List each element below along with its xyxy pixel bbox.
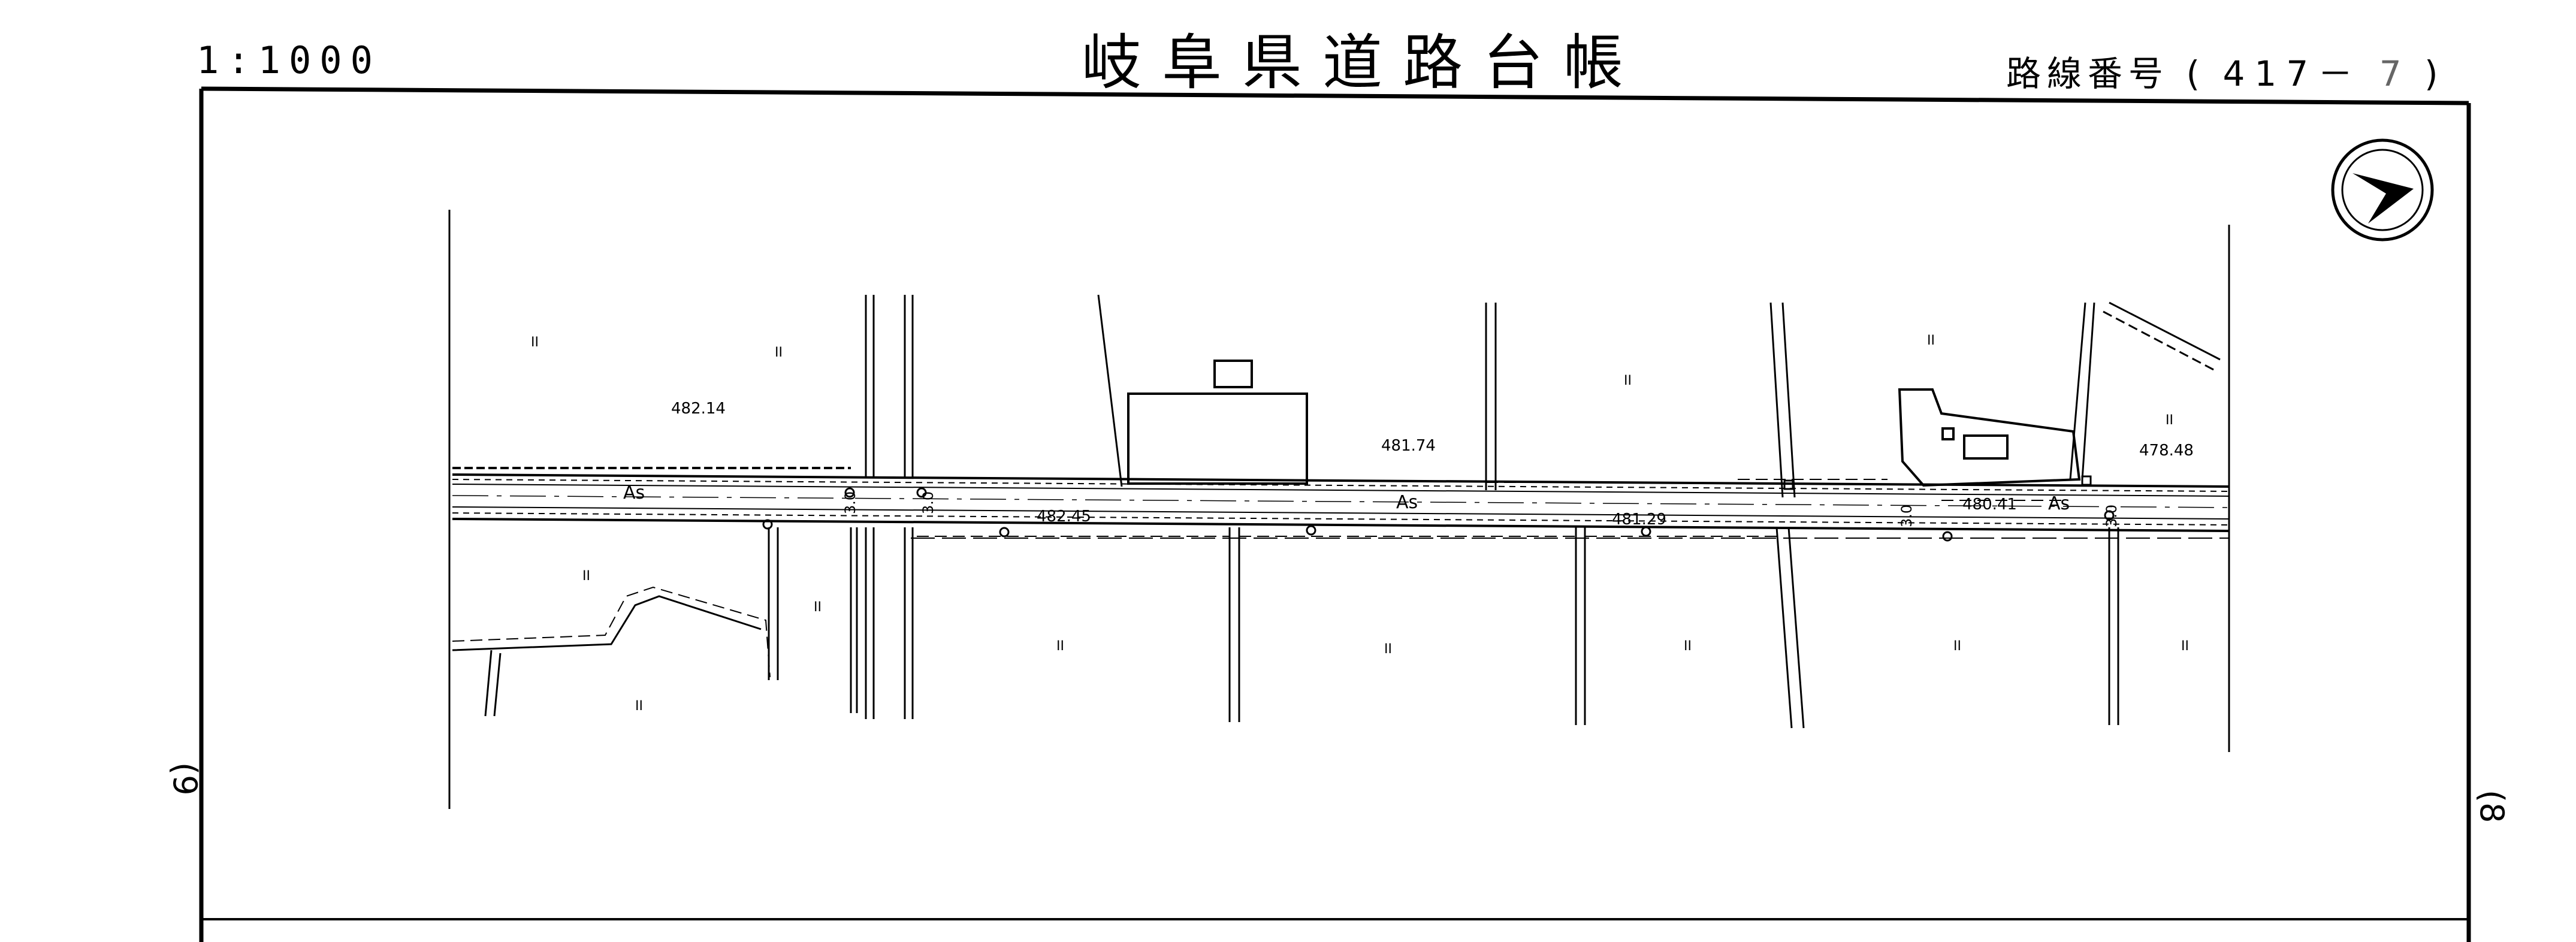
north-arrow-icon [2331,138,2434,241]
width-labels: 3.0 3.0 3.0 3.0 [842,491,2120,527]
building-annex [1963,434,2009,460]
elevation-label: 481.74 [1381,437,1436,455]
width-label: 3.0 [1898,505,1915,527]
land-mark: II [1684,639,1692,654]
land-mark: II [1056,639,1064,654]
land-use-marks: II II II II II II II II II II II II II [531,333,2189,714]
land-mark: II [2181,639,2189,654]
width-label: 3.0 [842,491,859,514]
building-small [1213,360,1253,388]
width-label: 3.0 [2103,505,2120,527]
elevation-label: 480.41 [1962,496,2017,514]
right-page-mark: (8 [2473,790,2511,823]
margin-page-marks: (9 (8 [166,762,2511,823]
width-label: 3.0 [920,491,937,514]
route-number-main: 417－ [2222,53,2363,94]
land-mark: II [1953,639,1961,654]
land-mark: II [1624,373,1632,388]
curb-lines [452,479,2061,678]
land-mark: II [775,345,783,360]
route-label: 路線番号 [2006,53,2170,94]
survey-markers [762,475,2115,542]
surface-code: As [2048,493,2070,514]
elevation-label: 478.48 [2139,442,2194,460]
elevation-label: 482.14 [671,400,726,418]
route-number: 路線番号 ( 417－ 7 ) [2006,56,2444,91]
route-close-paren: ) [2424,53,2444,94]
route-open-paren: ( [2186,53,2206,94]
left-page-mark: (9 [166,762,204,795]
land-mark: II [582,569,590,584]
surface-code: As [1396,492,1418,513]
sheet-title: 岐阜県道路台帳 [1082,28,1644,98]
elevation-labels: 482.14 481.74 482.45 481.29 480.41 478.4… [671,400,2194,529]
land-mark: II [1927,333,1935,348]
sheet-frame [199,86,2471,942]
elevation-label: 482.45 [1037,508,1091,526]
land-mark: II [531,335,539,350]
route-number-sub: 7 [2379,53,2408,94]
land-mark: II [2166,413,2173,428]
surface-code-labels: As As As [623,482,2070,514]
land-mark: II [635,699,643,714]
map-area-frame [448,210,2230,809]
side-roads [768,294,2119,729]
land-mark: II [1384,642,1392,657]
elevation-label: 481.29 [1612,511,1666,529]
building-large [1127,393,1308,485]
building-compound [1898,388,2081,487]
buildings [1127,360,2081,487]
boundary-lines [452,301,2221,717]
scale-label: 1:1000 [197,38,381,82]
surface-code: As [623,482,645,503]
land-mark: II [814,600,822,615]
